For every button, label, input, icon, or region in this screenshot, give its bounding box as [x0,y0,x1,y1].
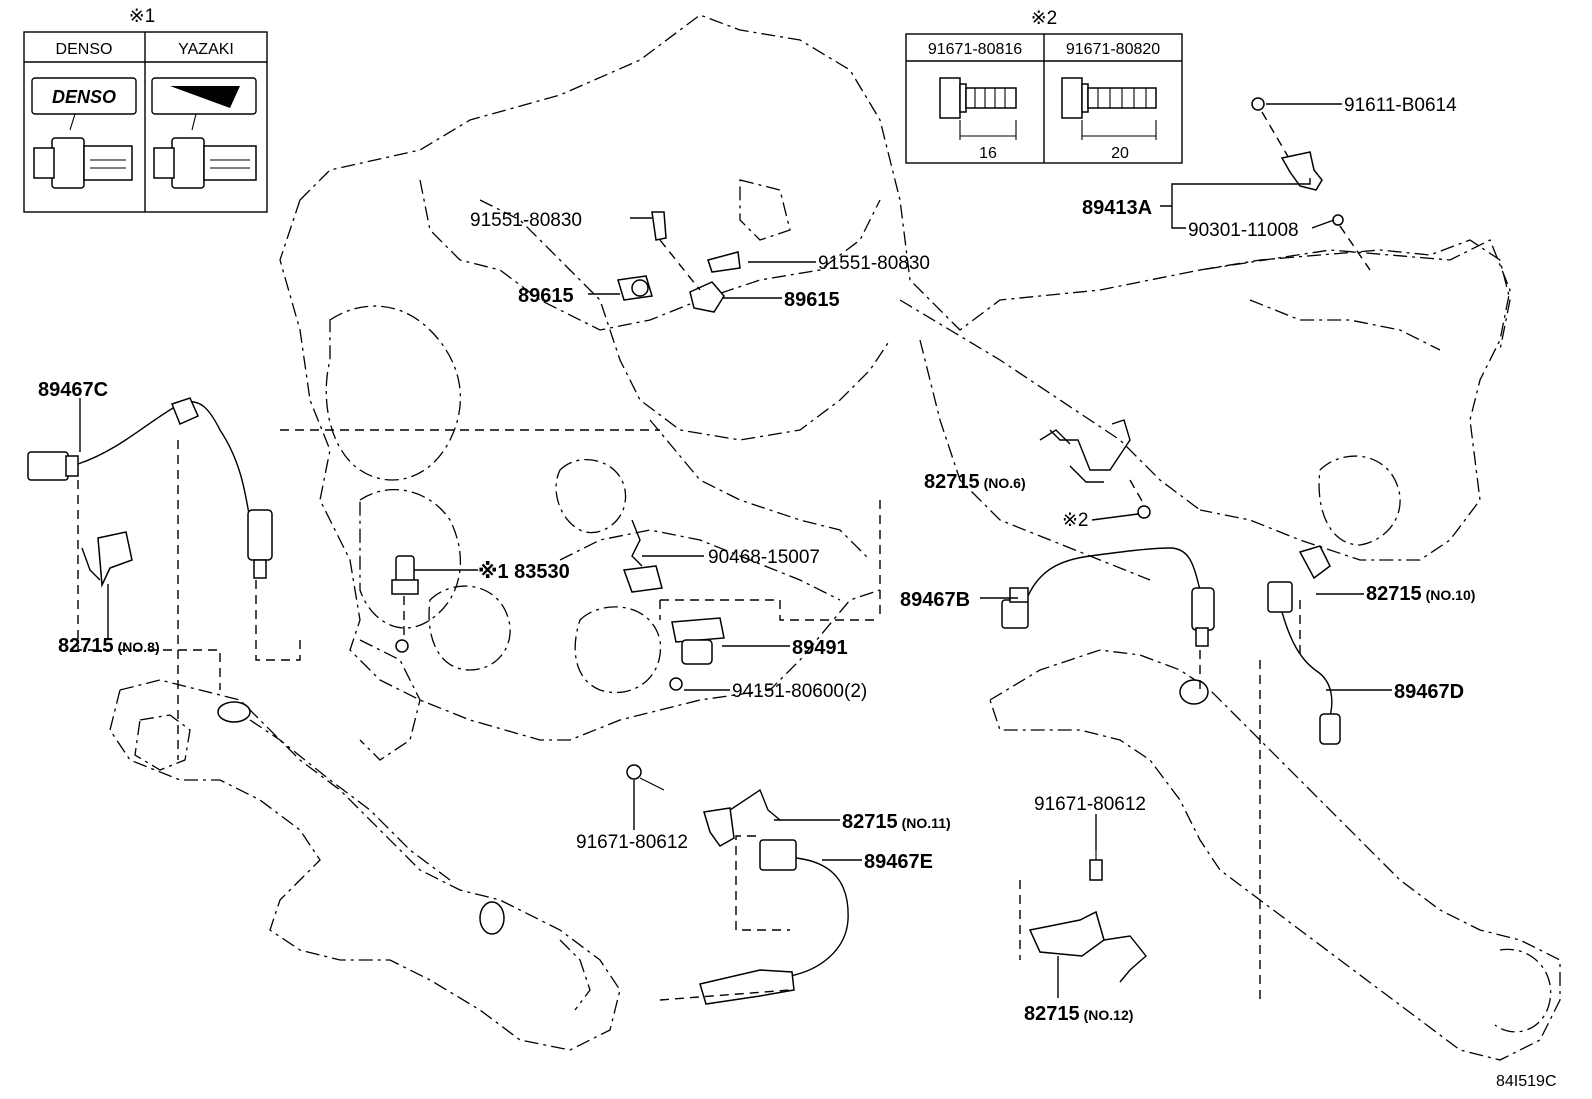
callout-94151-80600: 94151-80600(2) [732,681,867,702]
note2-table: ※2 91671-80816 91671-80820 16 20 [905,8,1183,164]
exhaust-manifold-left [109,679,621,1051]
callout-82715-no8: 82715(NO.8) [58,635,160,657]
bolt-16-icon [939,77,1017,140]
leader-lines [79,103,1392,998]
knock-sensor-parts [617,211,741,313]
bolt-20-icon [1061,77,1157,140]
callout-89615-b: 89615 [784,289,840,311]
clip-82715-no11 [626,764,781,847]
bolt-length-16: 16 [979,145,997,162]
callout-83530: ※1 83530 [478,561,570,583]
oxygen-sensor-89467b [1001,547,1215,647]
note1-col-yazaki: YAZAKI [178,41,234,58]
exhaust-pipe-right [989,649,1561,1061]
callout-82715-no10: 82715(NO.10) [1366,583,1475,605]
oxygen-sensor-89467c [27,397,273,579]
note1-col-denso: DENSO [56,41,113,58]
sensor-boss-left [217,679,1209,935]
callout-91551-80830-b: 91551-80830 [818,253,930,274]
callout-91611-b0614: 91611-B0614 [1344,95,1457,116]
note2-col-b: 91671-80820 [1066,41,1160,58]
note2-col-a: 91671-80816 [928,41,1022,58]
yazaki-sensor-icon [153,113,257,189]
bolt-length-20: 20 [1111,145,1129,162]
callout-89467c: 89467C [38,379,108,401]
guide-lines [77,429,1301,1001]
callout-90301-11008: 90301-11008 [1188,220,1299,241]
callout-91551-80830-a: 91551-80830 [470,210,582,231]
oxygen-sensor-89467e [699,839,849,1005]
callout-labels: 91611-B0614 89413A 90301-11008 91551-808… [38,95,1557,1090]
engine-block-outline [279,14,1511,761]
callout-note2-mark: ※2 [1062,510,1089,531]
callout-89413a: 89413A [1082,197,1152,219]
callout-91671-80612-a: 91671-80612 [576,832,688,853]
callout-89615-a: 89615 [518,285,574,307]
transmission-outline [1199,239,1511,351]
clip-82715-no12 [1028,850,1147,983]
note1-table: ※1 DENSO YAZAKI DENSO [23,6,268,213]
note1-mark: ※1 [129,6,156,27]
callout-89467d: 89467D [1394,681,1464,703]
yazaki-logo-icon [170,86,240,108]
denso-sensor-icon [33,113,133,189]
crank-sensor-89491 [622,519,725,691]
callout-89467b: 89467B [900,589,970,611]
figure-code: 84I519C [1496,1073,1557,1090]
clip-82715-no8 [81,531,133,588]
denso-logo: DENSO [52,87,116,107]
callout-89467e: 89467E [864,851,933,873]
callout-90468-15007: 90468-15007 [708,547,820,568]
callout-91671-80612-b: 91671-80612 [1034,794,1146,815]
clip-82715-no6 [1039,419,1151,519]
callout-82715-no6: 82715(NO.6) [924,471,1026,493]
callout-82715-no12: 82715(NO.12) [1024,1003,1133,1025]
callout-82715-no11: 82715(NO.11) [842,811,951,833]
note2-mark: ※2 [1031,8,1058,29]
oxygen-sensor-89467d [1267,545,1341,745]
callout-89491: 89491 [792,637,848,659]
oil-pressure-switch [391,555,419,653]
